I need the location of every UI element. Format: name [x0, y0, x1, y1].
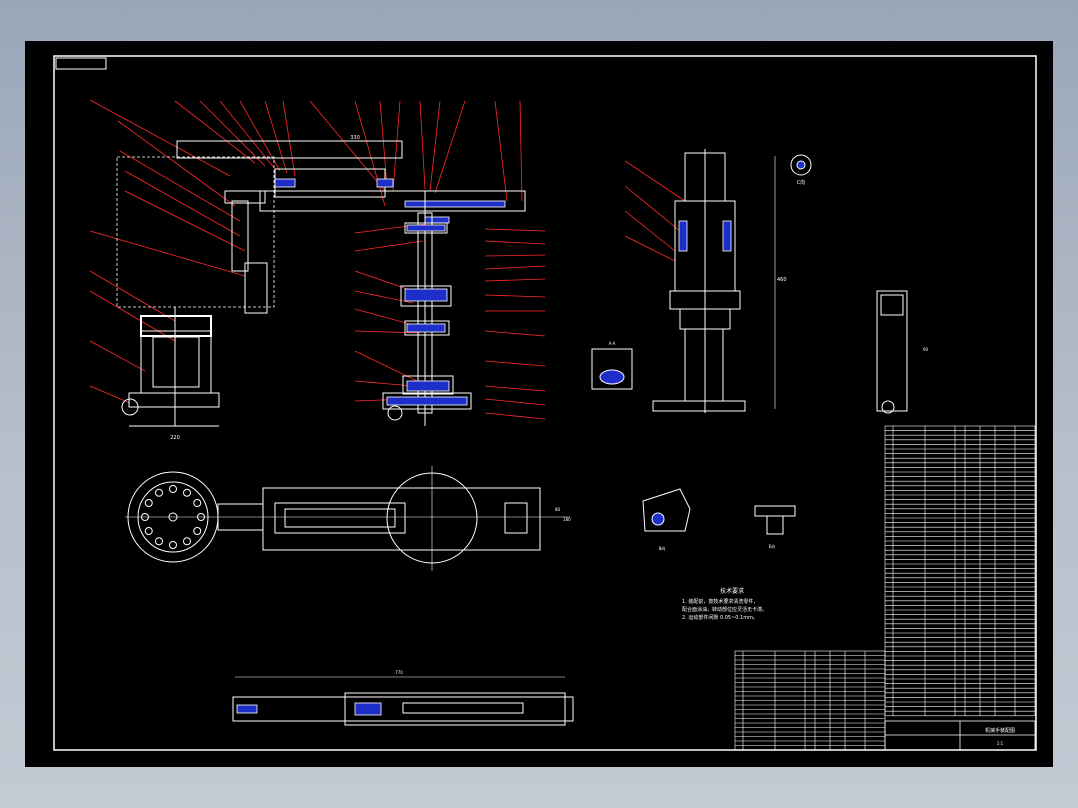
detail-e-label: E向 — [769, 543, 776, 549]
dim-base-width: 220 — [170, 435, 180, 441]
drawing-sheet: 220 330 460 — [53, 55, 1037, 751]
leader-line — [264, 100, 288, 174]
bolt-hole — [144, 499, 153, 507]
dim-top-length: 330 — [350, 135, 360, 141]
leader-line — [89, 385, 131, 404]
section-fill-elevation — [274, 178, 506, 224]
bolt-hole — [141, 513, 149, 521]
rail-view — [232, 676, 574, 726]
leader-line — [239, 100, 281, 172]
tech-line-3: 2. 运动部件间隙 0.05~0.1mm。 — [682, 614, 758, 621]
leader-line — [624, 160, 686, 202]
detail-c-label: C向 — [797, 179, 806, 186]
leader-line — [309, 100, 386, 192]
leader-line — [354, 290, 414, 304]
side-view — [652, 149, 776, 413]
leader-line — [484, 240, 546, 245]
sheet-border — [53, 55, 1037, 751]
leader-lines — [89, 99, 686, 420]
dim-rest-height: 90 — [923, 347, 929, 352]
leader-line — [219, 100, 276, 170]
leader-line — [379, 100, 388, 187]
leader-line — [89, 270, 176, 322]
leader-line — [174, 100, 256, 164]
leader-line — [117, 120, 236, 207]
leader-line — [354, 270, 414, 292]
view-aa-label: A-A — [609, 341, 616, 346]
cad-drawing-viewport[interactable]: 220 330 460 — [25, 41, 1053, 767]
dim-plan-80: 80 — [555, 507, 561, 512]
leader-line — [519, 100, 523, 202]
bolt-hole — [183, 488, 191, 497]
leader-line — [419, 100, 426, 190]
leader-line — [484, 265, 546, 270]
parts-table-outline — [884, 425, 1036, 717]
dim-rail-length: 770 — [395, 670, 403, 675]
leader-line — [124, 170, 241, 237]
leader-line — [484, 330, 546, 337]
title-block — [884, 720, 1036, 751]
bolt-hole — [144, 527, 153, 535]
tech-line-1: 1. 装配前，按技术要求清洗零件， — [682, 598, 758, 605]
leader-line — [199, 100, 266, 167]
title-block-drawing-title: 机械手装配图 — [985, 727, 1015, 734]
leader-line — [354, 240, 424, 252]
plan-view — [125, 466, 570, 571]
leader-line — [484, 254, 546, 257]
leader-line — [89, 99, 231, 177]
leader-line — [484, 294, 546, 298]
leader-line — [484, 278, 546, 282]
leader-line — [484, 385, 546, 392]
leader-line — [89, 340, 146, 372]
view-aa-section — [591, 348, 633, 390]
leader-line — [624, 235, 676, 262]
dim-right-height: 460 — [777, 277, 787, 283]
bolt-hole — [197, 513, 205, 521]
rail-fill — [236, 702, 382, 716]
title-block-scale: 1:1 — [997, 741, 1004, 746]
tech-line-2: 配合面涂油，转动部位应灵活无卡滞。 — [682, 606, 767, 613]
bolt-hole — [155, 488, 163, 497]
right-narrow-part — [876, 290, 908, 414]
dim-plan-180: 180 — [563, 517, 571, 522]
leader-line — [624, 185, 681, 232]
bolt-hole — [183, 537, 191, 546]
section-fill-side — [678, 220, 732, 252]
leader-line — [354, 100, 386, 207]
bolt-hole — [169, 541, 177, 549]
leader-line — [354, 330, 421, 334]
tech-title: 技术要求 — [720, 587, 744, 595]
leader-line — [89, 230, 246, 277]
leader-line — [484, 360, 546, 367]
detail-c-view — [790, 154, 812, 176]
leader-line — [434, 100, 466, 194]
parts-list-left — [734, 650, 886, 751]
leader-line — [494, 100, 508, 202]
leader-line — [119, 150, 241, 222]
leader-line — [282, 100, 296, 177]
leader-line — [392, 100, 401, 192]
bolt-hole — [169, 485, 177, 493]
leader-line — [354, 308, 418, 327]
leader-line — [484, 398, 546, 406]
leader-line — [624, 210, 676, 252]
section-b-detail — [642, 488, 691, 532]
front-elevation-view — [116, 140, 526, 427]
bolt-hole — [193, 527, 202, 535]
leader-line — [484, 228, 546, 232]
leader-line — [124, 190, 246, 252]
section-b-label: B向 — [659, 545, 666, 551]
leader-line — [89, 290, 176, 342]
corner-tag — [55, 57, 107, 70]
leader-line — [429, 100, 441, 192]
detail-e-view — [754, 505, 796, 535]
parts-list-right — [884, 425, 1036, 717]
section-fill-column — [386, 224, 468, 406]
leader-line — [354, 380, 414, 387]
bolt-hole — [193, 499, 202, 507]
bolt-hole — [155, 537, 163, 546]
leader-line — [484, 412, 546, 420]
flange-bolt-holes — [141, 485, 205, 549]
